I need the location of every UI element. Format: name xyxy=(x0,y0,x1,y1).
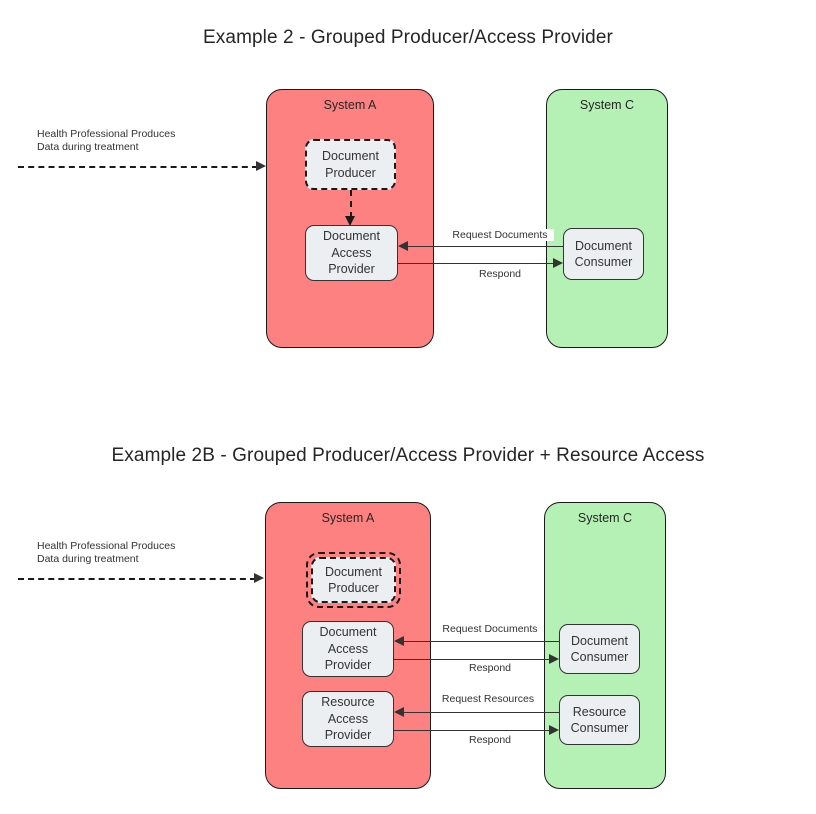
diagram-2b-respond-resources-arrowhead xyxy=(549,725,559,735)
diagram-2b-edge-label-respond-documents: Respond xyxy=(450,662,530,674)
diagram-1-title: Example 2 - Grouped Producer/Access Prov… xyxy=(203,27,613,48)
diagram-1-producer-to-provider-line xyxy=(350,190,352,218)
diagram-1-system-c-label: System C xyxy=(579,98,635,112)
diagram-1-node-document-producer[interactable]: Document Producer xyxy=(305,139,396,190)
diagram-1-node-dap-line2: Access xyxy=(331,245,372,260)
diagram-1-inbound-dashed-line xyxy=(18,166,258,168)
diagram-1-respond-arrowhead xyxy=(553,258,563,268)
diagram-2b-request-documents-arrowhead xyxy=(394,636,404,646)
diagram-2b-node-resource-consumer[interactable]: Resource Consumer xyxy=(559,695,640,745)
diagram-2b-respond-documents-line xyxy=(394,659,551,660)
diagram-2b-node-document-producer[interactable]: Document Producer xyxy=(306,552,401,608)
diagram-2b-node-rap-line2: Access xyxy=(327,711,369,726)
diagram-2b-edge-label-respond-resources: Respond xyxy=(450,734,530,746)
diagram-2b-edge-label-request-documents: Request Documents xyxy=(436,623,544,635)
diagram-1-node-dc-line1: Document xyxy=(575,238,632,253)
diagram-2b-request-resources-line xyxy=(402,712,559,713)
diagram-2b-node-rap-line1: Resource xyxy=(321,695,375,710)
diagram-2b-title: Example 2B - Grouped Producer/Access Pro… xyxy=(111,445,705,466)
diagram-1-node-document-consumer[interactable]: Document Consumer xyxy=(563,228,644,280)
diagram-2b-inbound-dashed-line xyxy=(18,578,256,580)
diagram-1-edge-label-request-documents: Request Documents xyxy=(446,229,554,241)
diagram-1-system-c-container: System C xyxy=(546,89,668,348)
diagram-1-node-document-producer-line2: Producer xyxy=(325,165,376,180)
diagram-2b-system-a-label: System A xyxy=(321,511,375,525)
diagram-1-node-document-producer-line1: Document xyxy=(322,149,379,163)
diagram-1-system-a-label: System A xyxy=(323,98,377,112)
diagram-2b-respond-documents-arrowhead xyxy=(549,654,559,664)
diagram-1-inbound-arrowhead xyxy=(256,161,266,171)
diagram-2b-node-rc-line2: Consumer xyxy=(570,721,629,735)
diagram-2b-node-dap-line3: Provider xyxy=(324,658,372,673)
diagram-2b-node-dc-line2: Consumer xyxy=(570,650,629,664)
diagram-1-request-documents-arrowhead xyxy=(398,241,408,251)
diagram-2b-edge-label-request-resources: Request Resources xyxy=(434,693,542,705)
diagram-2b-node-rap-line3: Provider xyxy=(324,728,372,743)
diagram-2b-node-document-producer-line2: Producer xyxy=(328,581,379,595)
diagram-2b-node-dap-line2: Access xyxy=(327,641,369,656)
diagram-2b-health-professional-note: Health Professional Produces Data during… xyxy=(37,540,176,565)
diagram-1-node-dap-line1: Document xyxy=(323,229,380,244)
diagram-1-health-professional-note: Health Professional Produces Data during… xyxy=(37,128,176,153)
diagram-2b-node-resource-access-provider[interactable]: Resource Access Provider xyxy=(302,691,394,747)
diagram-2b-inbound-arrowhead xyxy=(254,573,264,583)
diagram-1-node-document-access-provider[interactable]: Document Access Provider xyxy=(305,225,398,281)
diagram-2b-node-document-access-provider[interactable]: Document Access Provider xyxy=(302,621,394,677)
diagram-2b-node-dc-line1: Document xyxy=(571,633,628,648)
diagram-1-respond-line xyxy=(398,263,555,264)
diagram-1-node-dc-line2: Consumer xyxy=(574,255,633,269)
diagram-1-producer-to-provider-arrowhead xyxy=(345,216,355,226)
diagram-2b-node-dap-line1: Document xyxy=(319,625,377,640)
diagram-2b-respond-resources-line xyxy=(394,730,551,731)
diagram-2b-request-documents-line xyxy=(402,641,559,642)
diagram-2b-system-c-label: System C xyxy=(577,511,633,525)
diagram-1-request-documents-line xyxy=(406,246,563,247)
diagram-2b-node-document-producer-line1: Document xyxy=(325,564,382,579)
diagram-2b-request-resources-arrowhead xyxy=(394,707,404,717)
diagram-1-node-dap-line3: Provider xyxy=(328,262,375,277)
diagram-1-edge-label-respond: Respond xyxy=(460,268,540,280)
diagram-2b-node-rc-line1: Resource xyxy=(572,704,627,719)
diagram-2b-node-document-consumer[interactable]: Document Consumer xyxy=(559,624,640,674)
